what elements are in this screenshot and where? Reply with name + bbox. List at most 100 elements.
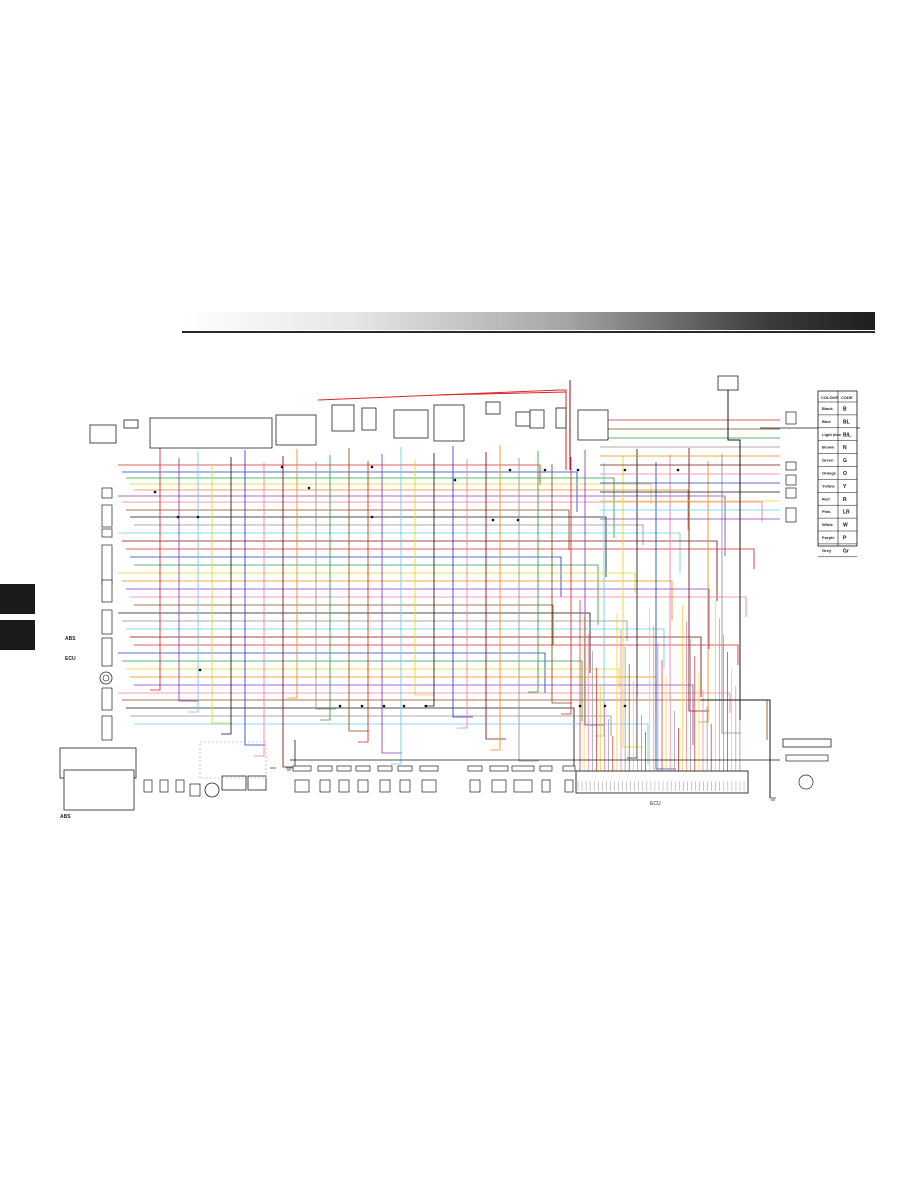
left-conn-6 <box>101 609 113 635</box>
bottom-connector-7 <box>467 765 483 772</box>
bottom-connector-3 <box>355 765 371 772</box>
wire <box>244 450 265 746</box>
junction-dot <box>453 478 457 482</box>
power-group <box>199 741 267 779</box>
wire <box>424 453 435 707</box>
junction-dot <box>153 490 157 494</box>
bottom-connector-8 <box>489 765 509 772</box>
bottom-device-7 <box>469 779 481 793</box>
wire <box>414 460 435 696</box>
wire <box>490 445 501 751</box>
bottom-device-0 <box>294 779 310 793</box>
wire <box>126 668 620 689</box>
junction-dot <box>307 486 311 490</box>
wire <box>134 684 694 745</box>
wire <box>134 644 739 665</box>
junction-dot <box>508 468 512 472</box>
bottom-comp-1 <box>143 779 153 793</box>
wire <box>551 464 572 704</box>
legend-color-8: Pink <box>822 509 831 514</box>
left-conn-9 <box>101 715 113 741</box>
wire <box>721 454 742 734</box>
right-harness-connector <box>782 738 832 748</box>
junction-dot <box>516 518 520 522</box>
legend-color-5: Orange <box>822 471 837 476</box>
left-conn-2 <box>101 504 113 528</box>
wire <box>188 451 199 713</box>
junction-dot <box>578 704 582 708</box>
sensor-box <box>485 401 501 415</box>
wire <box>700 699 771 798</box>
wire <box>254 463 265 757</box>
wire <box>126 509 570 550</box>
wire <box>178 458 199 702</box>
right-switch-block <box>433 404 465 442</box>
wire <box>118 532 681 573</box>
wire <box>130 483 652 504</box>
wire <box>561 457 572 715</box>
wire <box>320 455 331 721</box>
wire <box>122 620 628 641</box>
ecu-connector <box>575 770 749 794</box>
junction-layer <box>153 465 680 708</box>
legend-code-6: Y <box>843 484 847 490</box>
wire <box>315 462 336 710</box>
wire <box>126 588 710 649</box>
wire <box>130 636 702 697</box>
wire <box>118 572 636 593</box>
wire <box>130 676 657 717</box>
bottom-connector-5 <box>397 765 413 772</box>
wire <box>358 461 369 743</box>
wire <box>698 461 709 723</box>
legend-code-10: P <box>843 536 847 542</box>
wire <box>485 452 506 740</box>
wire <box>126 548 755 569</box>
wire <box>118 692 731 713</box>
junction-dot <box>676 468 680 472</box>
headlight-connector <box>577 409 609 441</box>
right-conn-2 <box>785 461 797 471</box>
wire <box>118 464 541 485</box>
legend-code-7: R <box>843 497 847 503</box>
bottom-device-3 <box>357 779 369 793</box>
legend-color-7: Red <box>822 496 830 501</box>
right-conn-3 <box>785 474 797 486</box>
junction-dot <box>623 704 627 708</box>
legend-code-2: B/L <box>843 432 851 438</box>
bottom-connector-1 <box>317 765 333 772</box>
junction-dot <box>198 668 202 672</box>
wire-layer <box>118 380 860 798</box>
legend-color-11: Grey <box>822 548 832 553</box>
abs-module <box>63 769 135 811</box>
right-conn-4 <box>785 487 797 499</box>
fuse-box <box>275 414 317 446</box>
bottom-connector-4 <box>377 765 393 772</box>
top-right-sensor <box>717 375 739 391</box>
right-conn-5 <box>785 507 797 523</box>
relay-small <box>361 407 377 431</box>
legend-code-9: W <box>843 523 848 529</box>
wire <box>118 612 591 673</box>
junction-dot <box>603 704 607 708</box>
wire <box>435 391 567 396</box>
legend-color-3: Brown <box>822 445 835 450</box>
wire <box>584 450 605 726</box>
wire <box>727 390 741 720</box>
wire <box>518 458 539 762</box>
bottom-device-5 <box>399 779 411 793</box>
bottom-comp-2 <box>159 779 169 793</box>
wire <box>211 464 232 724</box>
wire <box>122 540 718 601</box>
junction-dot <box>370 515 374 519</box>
ground-symbols <box>270 767 776 801</box>
bottom-connector-2 <box>336 765 352 772</box>
horn-icon <box>99 671 113 685</box>
legend-header-colour: COLOUR <box>821 395 838 400</box>
legend-code-4: G <box>843 458 847 464</box>
junction-dot <box>623 468 627 472</box>
bottom-device-11 <box>564 779 574 793</box>
bottom-device-6 <box>421 779 437 793</box>
header-gradient-bar <box>182 312 875 330</box>
ecu-side-label: ECU <box>65 656 76 662</box>
